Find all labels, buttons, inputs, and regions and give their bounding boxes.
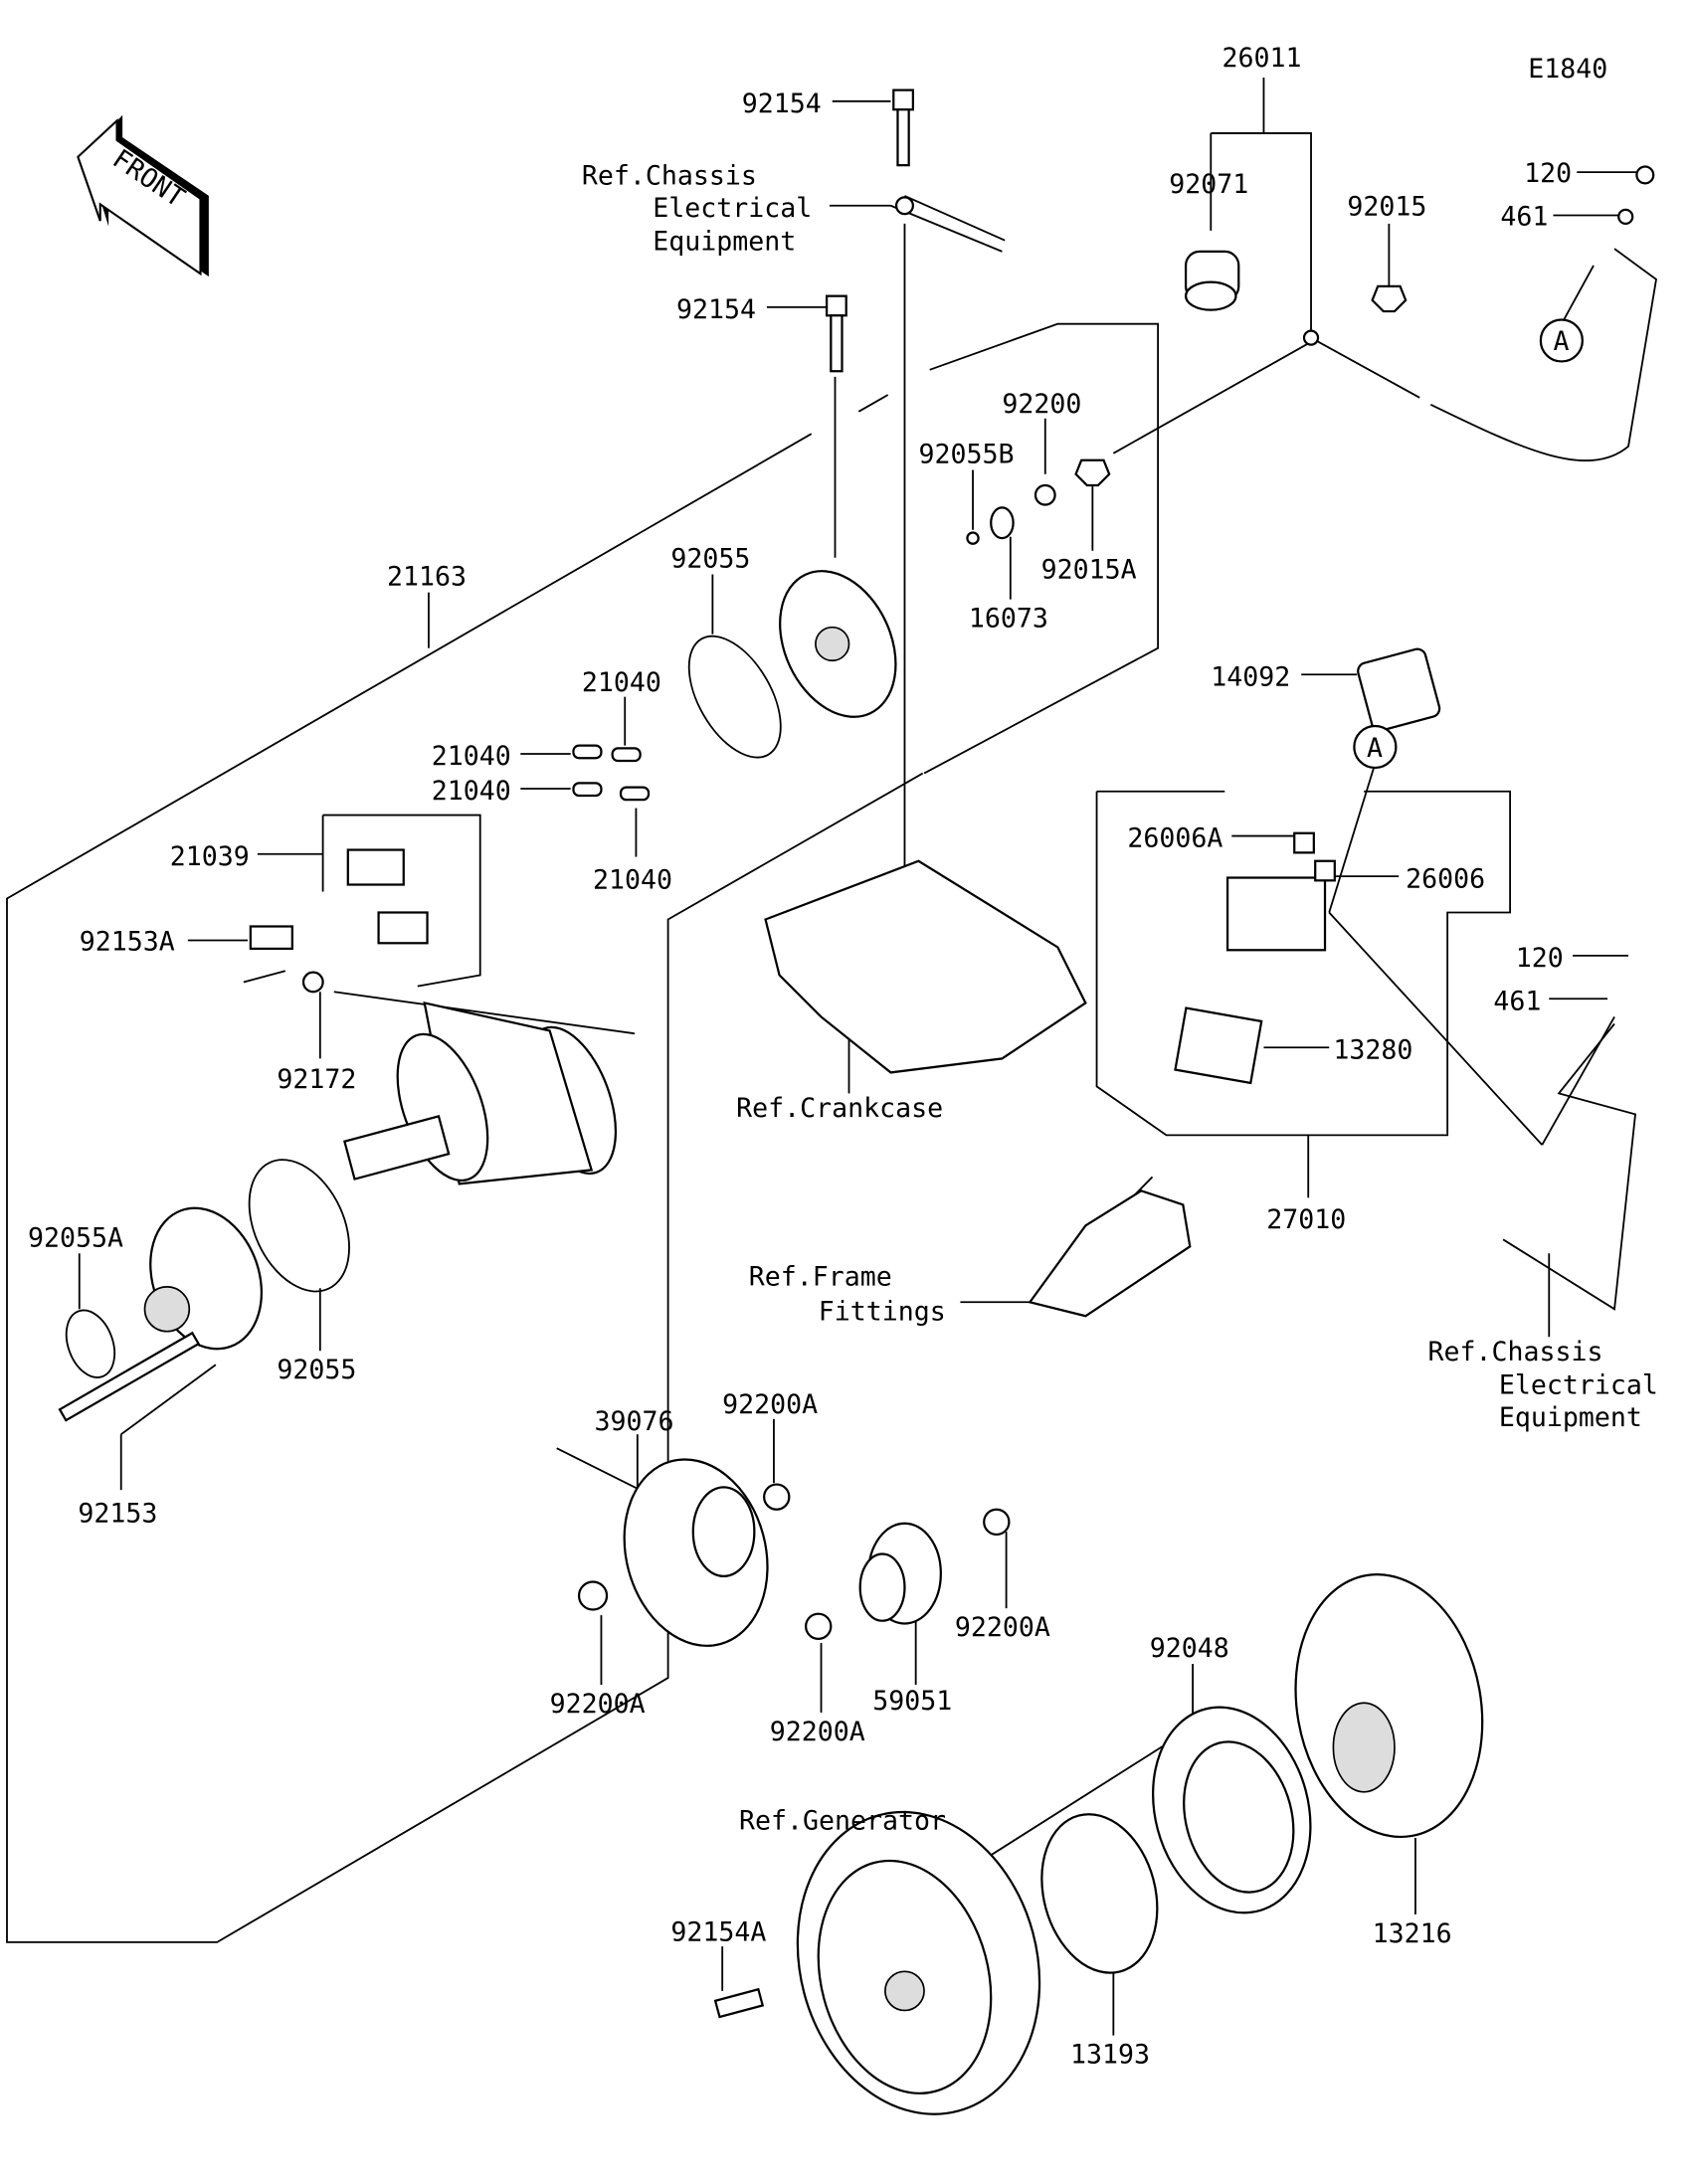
rotor-icon	[796, 1810, 1041, 2115]
part-label: 92048	[1150, 1633, 1229, 1664]
part-shapes: A A	[58, 89, 1658, 2115]
nut-icon	[1371, 284, 1408, 313]
svg-text:A: A	[1367, 733, 1383, 764]
part-label: 14092	[1211, 661, 1290, 692]
cap-icon	[1184, 250, 1240, 311]
part-label: 92055	[670, 544, 750, 575]
cover-icon	[1357, 647, 1441, 732]
ref-frame-label: Fittings	[819, 1296, 946, 1327]
assembly-frames	[6, 78, 1512, 1943]
bracket-icon	[1028, 1189, 1192, 1318]
part-label: 92200A	[955, 1612, 1050, 1643]
part-label: 26006A	[1127, 823, 1222, 854]
part-label: 92015A	[1041, 555, 1137, 586]
part-label: 92154	[742, 89, 822, 119]
ref-chassis-label: Equipment	[1499, 1402, 1642, 1433]
part-label: 92154	[676, 294, 756, 325]
part-label: 21039	[170, 841, 250, 872]
callout-a: A	[1353, 724, 1398, 770]
ref-chassis-label: Electrical	[1499, 1370, 1658, 1401]
clutch-icon	[1040, 1813, 1159, 1974]
part-label: 92172	[277, 1064, 356, 1095]
ref-frame-label: Ref.Frame	[749, 1261, 892, 1292]
relay-case-icon	[1174, 1006, 1263, 1085]
part-label: 26006	[1406, 863, 1485, 894]
reference-labels: Ref.Chassis Electrical Equipment Ref.Cra…	[582, 161, 1658, 1837]
callout-a: A	[1539, 318, 1584, 363]
ref-chassis-label: Electrical	[653, 193, 812, 224]
end-cover-icon	[779, 570, 897, 718]
leader-lines	[78, 99, 1643, 2036]
part-label: 26011	[1221, 43, 1301, 74]
part-label: 21163	[387, 562, 467, 593]
gear-icon	[1294, 1573, 1484, 1839]
part-label: 92055B	[918, 440, 1014, 470]
part-label: 92200A	[722, 1389, 818, 1420]
ref-crankcase-label: Ref.Crankcase	[736, 1093, 943, 1124]
part-label: 120	[1516, 943, 1564, 974]
part-label: 120	[1524, 158, 1572, 189]
gear-icon	[623, 1458, 769, 1647]
cable-icon	[1302, 248, 1658, 461]
part-label: 92055	[277, 1355, 356, 1385]
part-label: 92154A	[670, 1916, 766, 1947]
starter-motor-icon	[343, 1001, 618, 1185]
brush-springs-icon	[572, 744, 651, 802]
part-label: 13193	[1070, 2040, 1150, 2071]
relay-icon	[1225, 831, 1336, 952]
part-label: 461	[1500, 201, 1548, 232]
ref-chassis-label: Ref.Chassis	[582, 161, 757, 192]
part-label: 16073	[969, 604, 1048, 635]
part-label: 461	[1493, 986, 1541, 1016]
part-label: 92200	[1002, 389, 1081, 420]
part-label: 21040	[593, 865, 672, 896]
ref-chassis-label: Ref.Chassis	[1428, 1337, 1603, 1367]
cable-icon	[890, 195, 1006, 253]
part-label: 92055A	[28, 1222, 123, 1253]
part-label: 92153	[78, 1498, 157, 1529]
part-label: 27010	[1266, 1204, 1346, 1235]
bolt-icon	[892, 89, 914, 167]
front-cover-icon	[143, 1206, 264, 1351]
part-label: 92071	[1169, 169, 1248, 200]
part-label: 92015	[1347, 192, 1426, 223]
part-label: 13216	[1373, 1918, 1452, 1949]
part-label: 39076	[594, 1406, 673, 1437]
gear-icon	[858, 1522, 942, 1625]
brush-holder-icon	[346, 848, 429, 945]
ring-icon	[1152, 1706, 1312, 1914]
bolt-icon	[825, 294, 847, 373]
cable-icon	[1502, 1022, 1637, 1311]
crankcase-icon	[764, 859, 1087, 1074]
part-label: 92200A	[770, 1717, 865, 1747]
part-label: 21040	[432, 741, 511, 772]
part-label: 21040	[582, 667, 661, 698]
ref-chassis-label: Equipment	[653, 226, 796, 257]
part-label: 92153A	[80, 926, 175, 957]
part-label: 13280	[1333, 1034, 1412, 1065]
diagram-code: E1840	[1528, 54, 1607, 85]
ref-generator-label: Ref.Generator	[739, 1806, 946, 1837]
svg-text:A: A	[1553, 326, 1569, 357]
part-label: 21040	[432, 776, 511, 807]
part-label: 59051	[872, 1686, 952, 1717]
part-labels: 26011 92154 92071 92015 120 461 92154 92…	[28, 43, 1572, 2071]
front-arrow-icon: FRONT	[77, 114, 209, 277]
part-label: 92200A	[550, 1689, 646, 1720]
